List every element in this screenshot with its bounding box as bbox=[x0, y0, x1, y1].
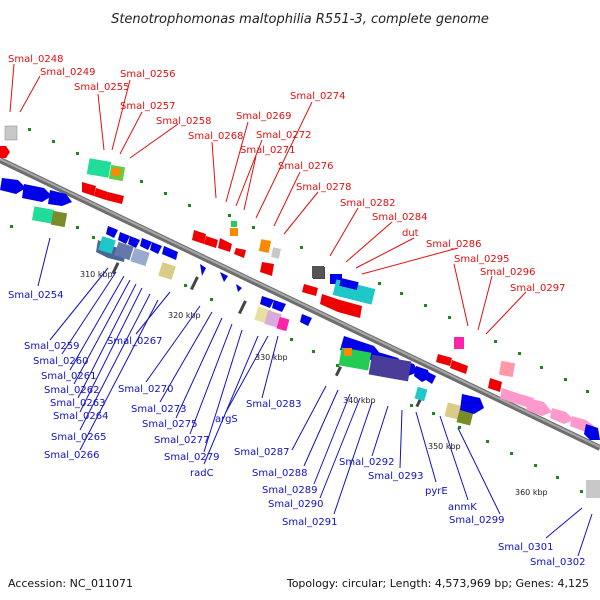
gene-label: Smal_0301 bbox=[498, 542, 553, 553]
gene-label: anmK bbox=[448, 502, 477, 513]
gene-label: Smal_0259 bbox=[24, 341, 79, 352]
lower-gene-labels: Smal_0254 Smal_0259 Smal_0260 Smal_0261 … bbox=[8, 290, 585, 568]
gene-label: Smal_0286 bbox=[426, 239, 481, 250]
gene-label: radC bbox=[190, 468, 214, 479]
gene-label: Smal_0293 bbox=[368, 471, 423, 482]
gene-label: Smal_0282 bbox=[340, 198, 395, 209]
tick-label: 330 kbp bbox=[255, 353, 288, 362]
gene-label: Smal_0258 bbox=[156, 116, 211, 127]
gene-label: Smal_0289 bbox=[262, 485, 317, 496]
tick-label: 350 kbp bbox=[428, 442, 461, 451]
gene-label: Smal_0296 bbox=[480, 267, 535, 278]
gene-label: Smal_0269 bbox=[236, 111, 291, 122]
gene-label: Smal_0299 bbox=[449, 515, 504, 526]
lower-leader-lines bbox=[37, 237, 593, 557]
gene-label: Smal_0272 bbox=[256, 130, 311, 141]
gene-label: Smal_0256 bbox=[120, 69, 175, 80]
gene-label: Smal_0262 bbox=[44, 385, 99, 396]
tick-track-lower bbox=[10, 225, 583, 493]
gene-label: Smal_0292 bbox=[339, 457, 394, 468]
gene-label: Smal_0249 bbox=[40, 67, 95, 78]
map-title: Stenotrophomonas maltophilia R551-3, com… bbox=[111, 12, 489, 27]
forward-strand-features bbox=[0, 125, 516, 392]
tick-label: 320 kbp bbox=[168, 311, 201, 320]
gene-label: Smal_0275 bbox=[142, 419, 197, 430]
upper-leader-lines bbox=[9, 63, 527, 335]
upper-gene-labels: Smal_0248 Smal_0249 Smal_0255 Smal_0256 … bbox=[8, 54, 565, 294]
gene-label: Smal_0257 bbox=[120, 101, 175, 112]
gene-label: Smal_0263 bbox=[50, 398, 105, 409]
gene-label: Smal_0254 bbox=[8, 290, 63, 301]
gene-label: Smal_0276 bbox=[278, 161, 333, 172]
gene-label: Smal_0261 bbox=[41, 371, 96, 382]
gene-label: Smal_0278 bbox=[296, 182, 351, 193]
gene-label: Smal_0268 bbox=[188, 131, 243, 142]
gene-label: Smal_0274 bbox=[290, 91, 345, 102]
gene-label: Smal_0260 bbox=[33, 356, 88, 367]
gene-label: pyrE bbox=[425, 486, 448, 497]
gene-label: Smal_0264 bbox=[53, 411, 108, 422]
accession-text: Accession: NC_011071 bbox=[8, 577, 133, 590]
reverse-strand-features bbox=[0, 178, 600, 498]
gene-label: argS bbox=[215, 414, 238, 425]
gene-label: Smal_0295 bbox=[454, 254, 509, 265]
gene-label: Smal_0271 bbox=[240, 145, 295, 156]
tick-label: 360 kbp bbox=[515, 488, 548, 497]
gene-label: Smal_0266 bbox=[44, 450, 99, 461]
gene-label: Smal_0273 bbox=[131, 404, 186, 415]
gene-label: Smal_0284 bbox=[372, 212, 427, 223]
gene-label: Smal_0288 bbox=[252, 468, 307, 479]
gene-label: Smal_0302 bbox=[530, 557, 585, 568]
genome-stats-text: Topology: circular; Length: 4,573,969 bp… bbox=[286, 577, 589, 590]
gene-label: Smal_0267 bbox=[107, 336, 162, 347]
gene-label: dut bbox=[402, 228, 419, 239]
gene-label: Smal_0248 bbox=[8, 54, 63, 65]
gene-label: Smal_0290 bbox=[268, 499, 323, 510]
gene-label: Smal_0277 bbox=[154, 435, 209, 446]
gene-label: Smal_0297 bbox=[510, 283, 565, 294]
gene-label: Smal_0283 bbox=[246, 399, 301, 410]
gene-label: Smal_0287 bbox=[234, 447, 289, 458]
gene-label: Smal_0270 bbox=[118, 384, 173, 395]
gene-label: Smal_0265 bbox=[51, 432, 106, 443]
gene-label: Smal_0255 bbox=[74, 82, 129, 93]
tick-label: 310 kbp bbox=[80, 270, 113, 279]
tick-track-upper bbox=[28, 128, 589, 393]
gene-label: Smal_0279 bbox=[164, 452, 219, 463]
genome-backbone bbox=[0, 157, 600, 451]
gene-label: Smal_0291 bbox=[282, 517, 337, 528]
